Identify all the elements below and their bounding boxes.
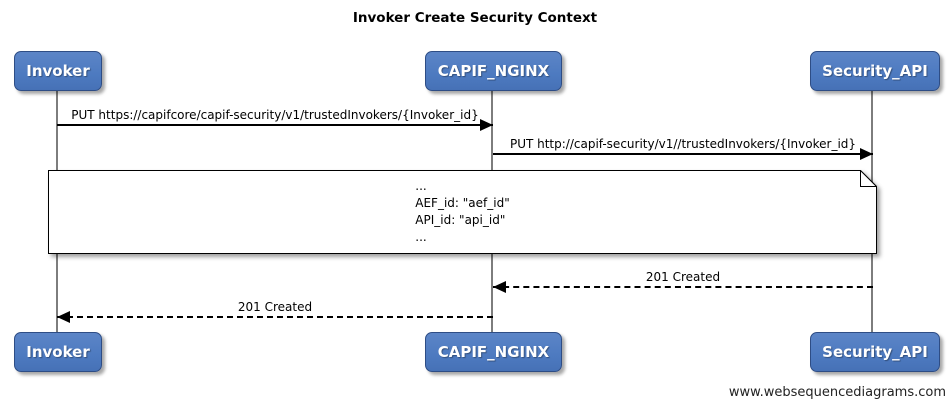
actor-label-invoker: Invoker — [26, 343, 90, 361]
arrowhead-right-icon — [480, 119, 493, 131]
message-line — [57, 311, 493, 323]
note-line: ... — [415, 179, 427, 193]
arrowhead-right-icon — [860, 148, 873, 160]
actor-label-invoker: Invoker — [26, 62, 90, 80]
actor-box-security-api-bottom: Security_API — [810, 332, 940, 372]
message-label: 201 Created — [237, 300, 313, 314]
actor-label-security-api: Security_API — [822, 343, 928, 361]
actor-box-invoker-top: Invoker — [14, 51, 102, 91]
actor-box-security-api-top: Security_API — [810, 51, 940, 91]
actor-box-capif-nginx-top: CAPIF_NGINX — [425, 51, 562, 91]
actor-label-capif-nginx: CAPIF_NGINX — [437, 62, 550, 80]
watermark: www.websequencediagrams.com — [728, 385, 946, 400]
message-label: PUT http://capif-security/v1//trustedInv… — [509, 137, 857, 151]
message-label: 201 Created — [645, 270, 721, 284]
actor-label-security-api: Security_API — [822, 62, 928, 80]
message-201-created-nginx-to-invoker: 201 Created — [57, 300, 493, 323]
note-line: ... — [415, 230, 427, 244]
actor-box-capif-nginx-bottom: CAPIF_NGINX — [425, 332, 562, 372]
message-put-trusted-invokers: PUT https://capifcore/capif-security/v1/… — [57, 108, 493, 131]
message-201-created-security-to-nginx: 201 Created — [493, 270, 873, 293]
message-line — [493, 281, 873, 293]
note-line: AEF_id: "aef_id" — [415, 196, 510, 210]
actor-box-invoker-bottom: Invoker — [14, 332, 102, 372]
arrowhead-left-icon — [493, 281, 506, 293]
message-line — [493, 148, 873, 160]
diagram-title: Invoker Create Security Context — [352, 10, 598, 26]
message-label: PUT https://capifcore/capif-security/v1/… — [71, 108, 479, 122]
message-line — [57, 119, 493, 131]
note-text: ... AEF_id: "aef_id" API_id: "api_id" ..… — [48, 170, 877, 254]
note-body-payload: ... AEF_id: "aef_id" API_id: "api_id" ..… — [48, 170, 877, 254]
note-line: API_id: "api_id" — [415, 213, 506, 227]
actor-label-capif-nginx: CAPIF_NGINX — [437, 343, 550, 361]
message-put-capif-security: PUT http://capif-security/v1//trustedInv… — [493, 137, 873, 160]
note-outline — [48, 170, 877, 254]
arrowhead-left-icon — [57, 311, 70, 323]
